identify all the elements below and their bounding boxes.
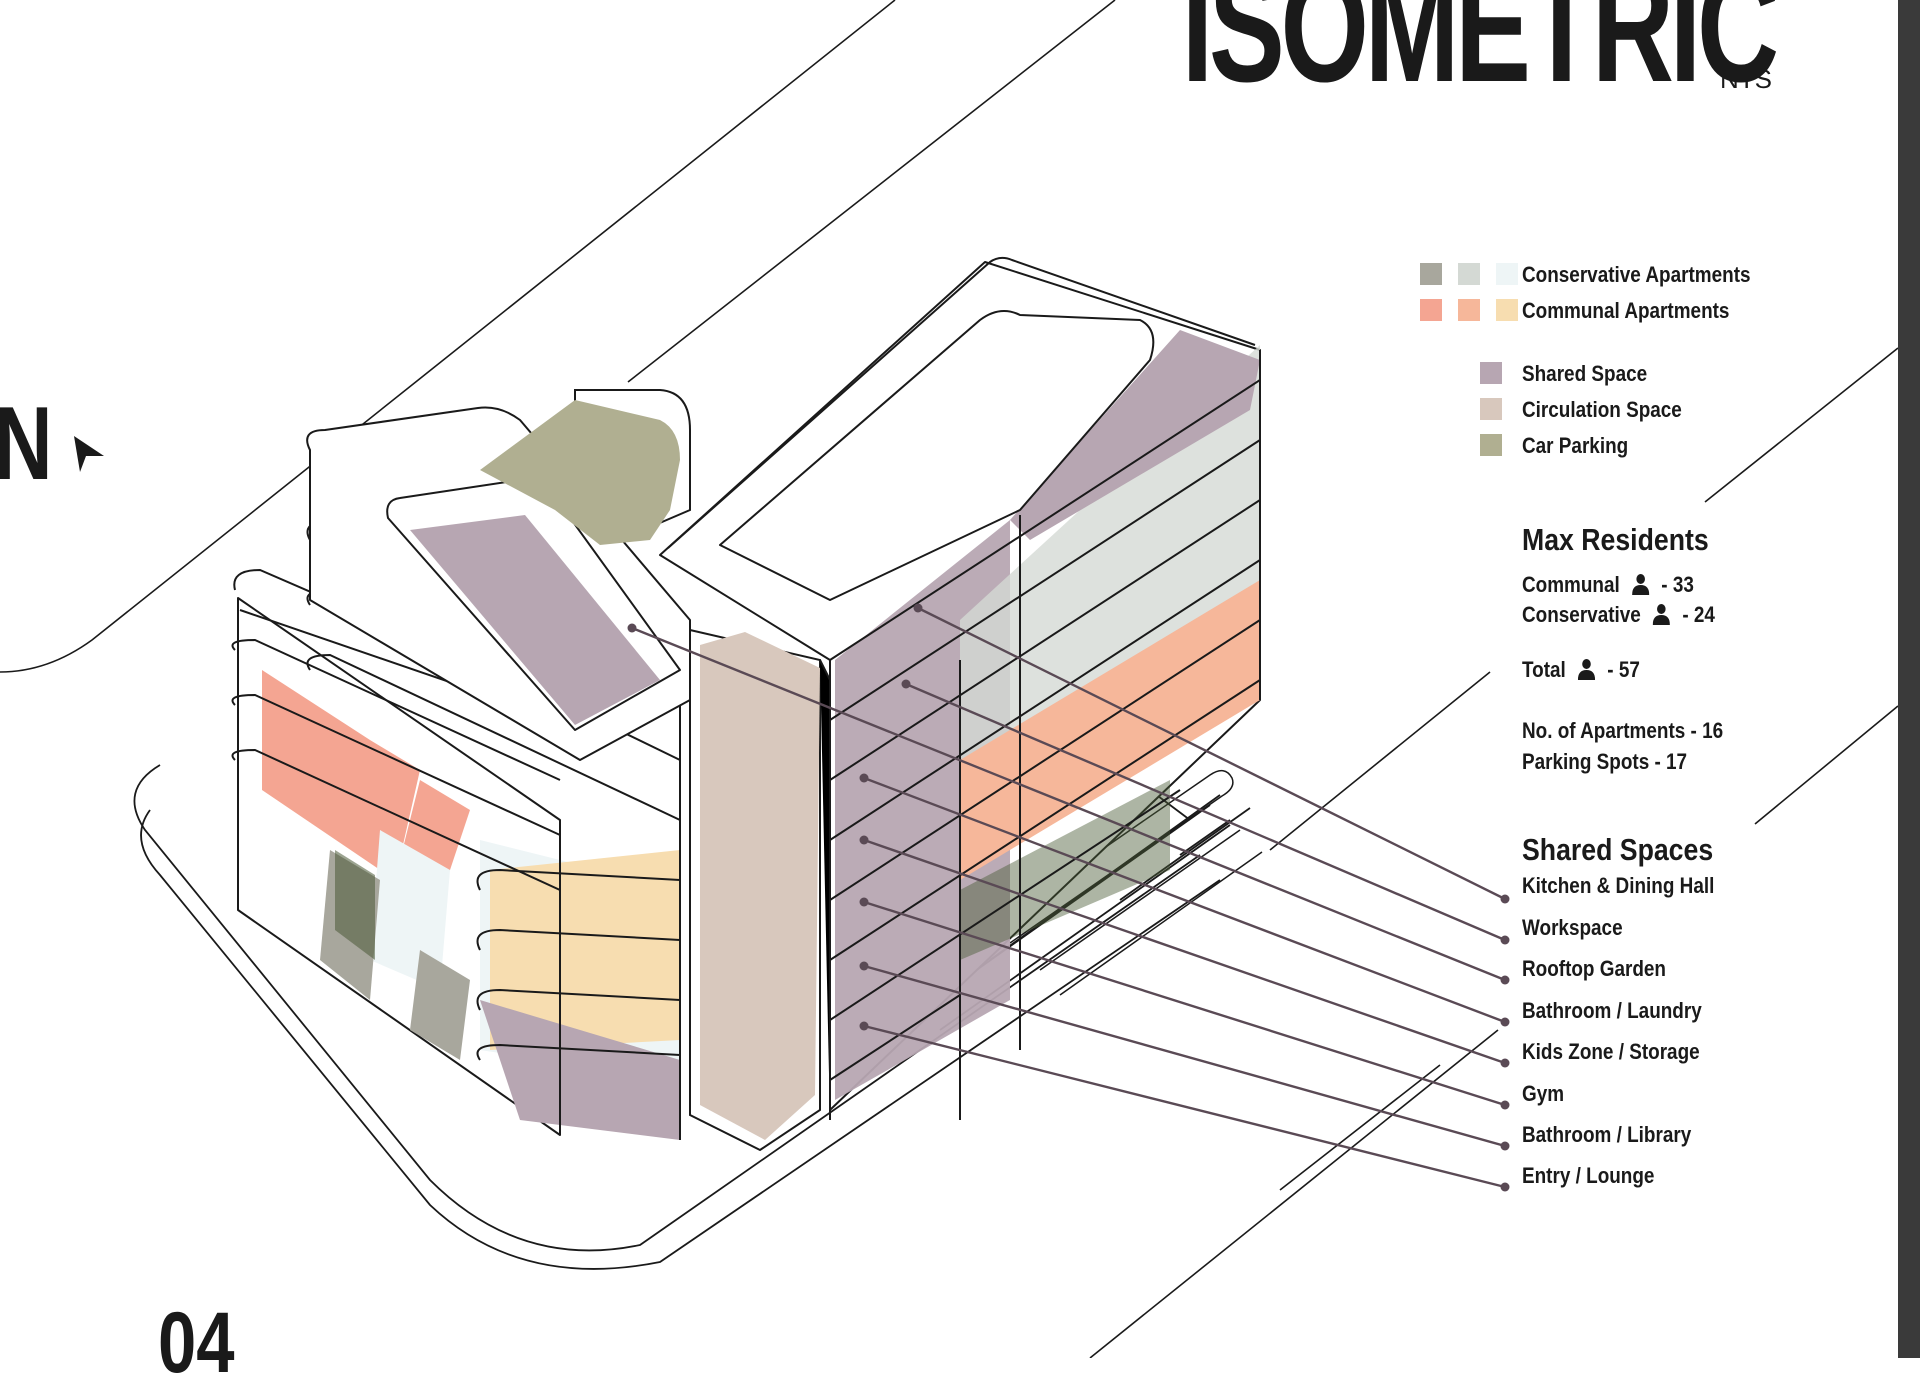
communal-value: - 33 bbox=[1661, 572, 1694, 597]
north-arrow-icon bbox=[72, 434, 106, 474]
shared-space-item: Kids Zone / Storage bbox=[1522, 1039, 1700, 1065]
leader-dot bbox=[1501, 895, 1510, 904]
leader-dot bbox=[860, 962, 869, 971]
swatch-communal-yellow bbox=[1496, 299, 1518, 321]
legend-circulation-space-label: Circulation Space bbox=[1522, 397, 1682, 423]
leader-dot bbox=[902, 680, 911, 689]
leader-dot bbox=[1501, 1183, 1510, 1192]
leader-dot bbox=[1501, 1101, 1510, 1110]
shared-space-item: Bathroom / Library bbox=[1522, 1122, 1691, 1148]
shared-space-item: Kitchen & Dining Hall bbox=[1522, 873, 1714, 899]
leader-dot bbox=[860, 898, 869, 907]
swatch-communal-red bbox=[1420, 299, 1442, 321]
leader-dot bbox=[1501, 1142, 1510, 1151]
apartments-count: No. of Apartments - 16 bbox=[1522, 718, 1723, 744]
legend-shared-space-label: Shared Space bbox=[1522, 361, 1647, 387]
total-label: Total bbox=[1522, 657, 1566, 682]
swatch-communal-orange bbox=[1458, 299, 1480, 321]
shared-spaces-heading: Shared Spaces bbox=[1522, 832, 1713, 868]
conservative-label: Conservative bbox=[1522, 602, 1641, 627]
conservative-value: - 24 bbox=[1682, 602, 1715, 627]
communal-label: Communal bbox=[1522, 572, 1620, 597]
north-label: N bbox=[0, 392, 53, 496]
shared-space-item: Rooftop Garden bbox=[1522, 956, 1666, 982]
swatch-conservative-light bbox=[1496, 263, 1518, 285]
residents-conservative: Conservative - 24 bbox=[1522, 602, 1715, 628]
sheet-edge-bar bbox=[1898, 0, 1920, 1358]
legend-communal bbox=[1420, 299, 1534, 321]
swatch-conservative-mid bbox=[1458, 263, 1480, 285]
parking-count: Parking Spots - 17 bbox=[1522, 749, 1687, 775]
leader-dot bbox=[860, 836, 869, 845]
page-number: 04 bbox=[158, 1300, 235, 1386]
drawing-title: ISOMETRIC bbox=[1182, 0, 1775, 106]
swatch-car-parking bbox=[1480, 434, 1502, 456]
swatch-shared-space bbox=[1480, 362, 1502, 384]
residents-total: Total - 57 bbox=[1522, 657, 1640, 683]
leader-dot bbox=[1501, 1018, 1510, 1027]
total-value: - 57 bbox=[1607, 657, 1640, 682]
circulation-core bbox=[690, 630, 830, 1150]
person-icon bbox=[1653, 603, 1670, 625]
legend-conservative-label: Conservative Apartments bbox=[1522, 262, 1751, 288]
leader-dot bbox=[1501, 1059, 1510, 1068]
legend-car-parking-label: Car Parking bbox=[1522, 433, 1628, 459]
swatch-circulation-space bbox=[1480, 398, 1502, 420]
scale-note: NTS bbox=[1720, 64, 1772, 95]
leader-dot bbox=[860, 1022, 869, 1031]
shared-space-item: Bathroom / Laundry bbox=[1522, 998, 1702, 1024]
leader-dot bbox=[628, 624, 637, 633]
residents-communal: Communal - 33 bbox=[1522, 572, 1694, 598]
person-icon bbox=[1578, 658, 1595, 680]
leader-dot bbox=[914, 604, 923, 613]
shared-space-item: Entry / Lounge bbox=[1522, 1163, 1654, 1189]
leader-dot bbox=[1501, 976, 1510, 985]
residents-heading: Max Residents bbox=[1522, 522, 1709, 558]
legend-communal-label: Communal Apartments bbox=[1522, 298, 1729, 324]
shared-space-item: Gym bbox=[1522, 1081, 1564, 1107]
person-icon bbox=[1632, 573, 1649, 595]
shared-space-item: Workspace bbox=[1522, 915, 1623, 941]
leader-dot bbox=[860, 774, 869, 783]
isometric-drawing-sheet: ISOMETRIC NTS N 04 Conservative Apartmen… bbox=[0, 0, 1920, 1358]
swatch-conservative-dark bbox=[1420, 263, 1442, 285]
leader-dot bbox=[1501, 936, 1510, 945]
